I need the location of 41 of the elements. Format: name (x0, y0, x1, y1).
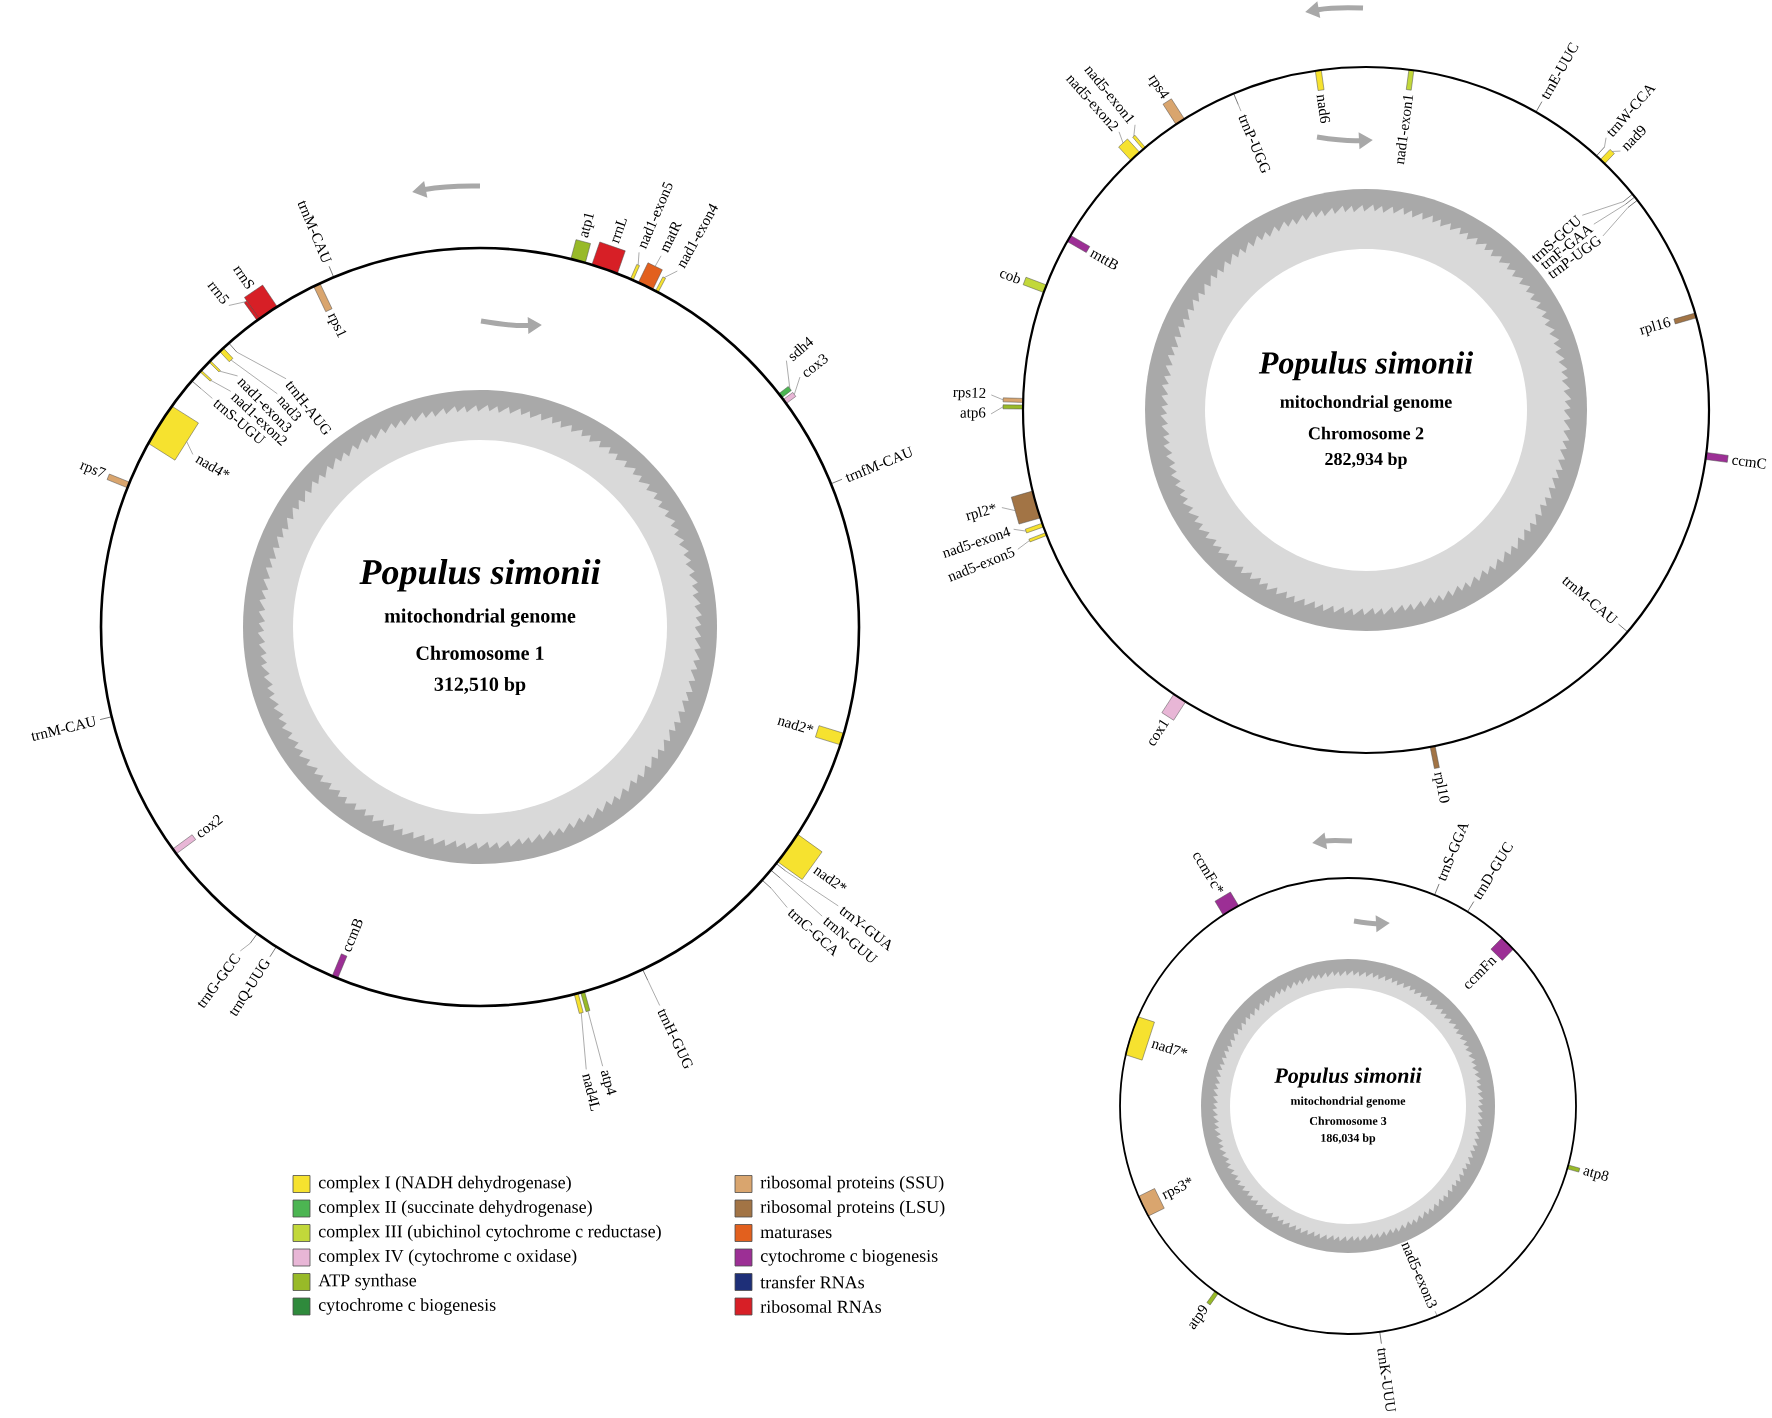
gene-label: rrnS (232, 265, 255, 289)
gene-label: atp8 (1583, 1168, 1609, 1182)
legend-label: transfer RNAs (760, 1275, 865, 1289)
legend-label: ribosomal proteins (SSU) (760, 1175, 944, 1193)
gene-label: rpl2* (965, 503, 996, 523)
gene-label: ccmC (1732, 457, 1767, 469)
gene-label: nad1-exon1 (1396, 95, 1414, 165)
gene-label: ccmB (344, 918, 363, 952)
gene-label: nad7* (1151, 1040, 1188, 1055)
gene-label: atp1 (581, 213, 595, 238)
legend-label: complex III (ubichinol cytochrome c reductase) (318, 1224, 661, 1242)
legend-label: ATP synthase (318, 1273, 417, 1291)
gene-label: rps12 (953, 387, 986, 401)
gene-label: atp9 (1189, 1305, 1208, 1330)
gene-label: mttB (1089, 250, 1118, 270)
gene-label: nad2* (812, 866, 847, 889)
legend-label: complex IV (cytochrome c oxidase) (318, 1249, 577, 1266)
legend-label: complex II (succinate dehydrogenase) (318, 1200, 592, 1217)
legend-label: ribosomal RNAs (760, 1300, 882, 1313)
gene-label: atp6 (960, 407, 986, 421)
legend-label: cytochrome c biogenesis (318, 1298, 496, 1315)
gene-label: trnK-UUU (1377, 1347, 1396, 1412)
legend-label: complex I (NADH dehydrogenase) (318, 1175, 571, 1193)
gene-label: rps4 (1148, 74, 1170, 99)
gene-label: rps3* (1161, 1177, 1192, 1201)
gene-label: nad6 (1316, 94, 1331, 124)
gene-label: nad4* (194, 455, 230, 476)
gene-label: nad2* (777, 717, 814, 733)
legend-label: maturases (760, 1227, 832, 1239)
legend-label: cytochrome c biogenesis (760, 1249, 938, 1266)
gene-label: rpl16 (1639, 317, 1671, 337)
gene-label: rps1 (327, 312, 347, 338)
gene-label: cox2 (197, 815, 223, 838)
gene-label: cob (999, 271, 1020, 284)
gene-label: rrnL (612, 218, 627, 244)
legend-label: ribosomal proteins (LSU) (760, 1200, 945, 1217)
gene-label: atp4 (600, 1070, 617, 1096)
gene-label: trnM-CAU (31, 715, 96, 741)
gene-label: rpl10 (1432, 771, 1450, 803)
gene-label: rrn5 (207, 281, 230, 304)
gene-label: nad4L (582, 1073, 600, 1111)
